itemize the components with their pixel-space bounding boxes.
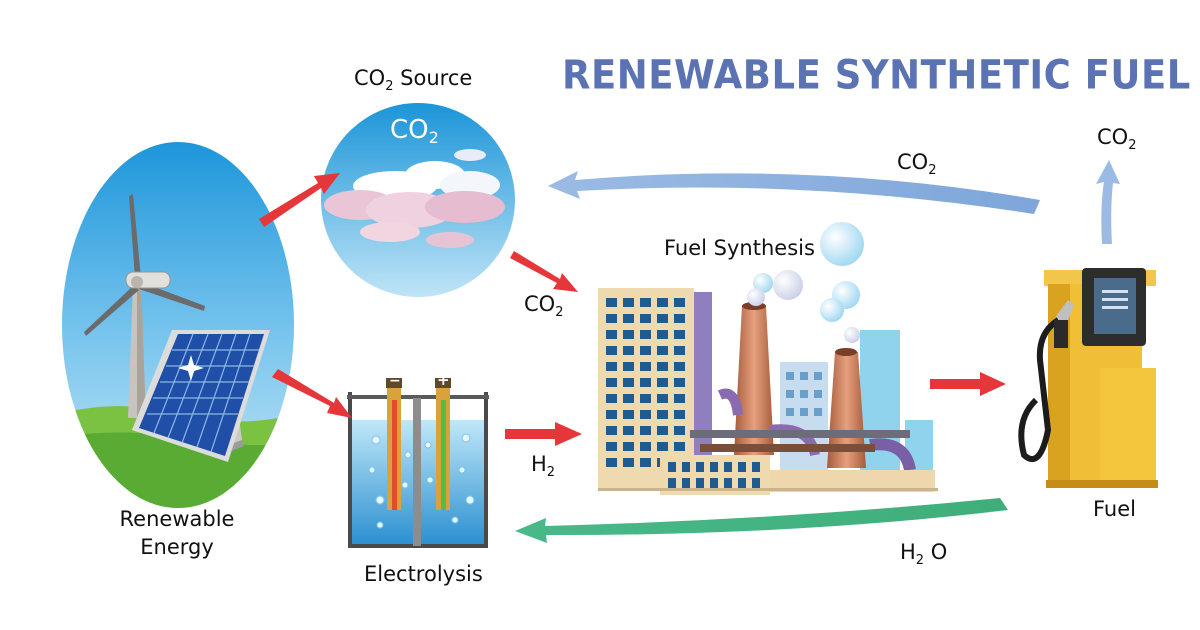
positive-electrode: [435, 378, 451, 510]
building-window: [623, 410, 634, 419]
building-window: [657, 314, 668, 323]
building-window: [640, 442, 651, 451]
electrolysis-tank: [347, 378, 489, 548]
arrow-h2o-return: [515, 498, 1008, 543]
co2-return-label: CO2: [897, 150, 937, 178]
building-window: [606, 442, 617, 451]
building-window: [623, 426, 634, 435]
negative-sign: −: [389, 373, 401, 389]
fuel-synthesis-factory: [598, 288, 938, 495]
building-window: [623, 458, 634, 467]
building-window: [606, 314, 617, 323]
building-window: [640, 346, 651, 355]
building-window: [674, 442, 685, 451]
fuel-pump-icon: [1018, 268, 1158, 488]
building-window: [640, 314, 651, 323]
page-title: RENEWABLE SYNTHETIC FUEL: [562, 52, 1191, 99]
building-window: [674, 314, 685, 323]
building-window: [640, 410, 651, 419]
smoke-bubbles-icon: [747, 222, 864, 343]
building-window: [606, 410, 617, 419]
building-window: [623, 394, 634, 403]
building-window: [657, 362, 668, 371]
cloud-icon: [324, 149, 505, 248]
arrow-renewable-to-electrolysis: [272, 369, 352, 418]
building-window: [674, 346, 685, 355]
arrow-co2-emission: [1096, 160, 1120, 244]
building-window: [623, 378, 634, 387]
building-window: [606, 362, 617, 371]
building-window: [623, 330, 634, 339]
building-window: [657, 394, 668, 403]
solar-panel-icon: [132, 330, 270, 462]
fuel-synthesis-label: Fuel Synthesis: [664, 236, 815, 260]
fuel-label: Fuel: [1093, 497, 1136, 521]
electrolysis-label: Electrolysis: [364, 562, 483, 586]
building-window: [640, 298, 651, 307]
arrow-co2-return: [548, 171, 1040, 214]
building-window: [640, 458, 651, 467]
co2-emission-label: CO2: [1097, 125, 1137, 153]
building-window: [674, 362, 685, 371]
building-window: [657, 442, 668, 451]
building-window: [623, 346, 634, 355]
positive-sign: +: [437, 371, 450, 389]
building-window: [674, 378, 685, 387]
wind-turbine-icon: [84, 194, 205, 418]
building-window: [606, 330, 617, 339]
building-window: [606, 458, 617, 467]
co2-input-label: CO2: [524, 292, 564, 320]
arrow-co2-to-synthesis: [510, 251, 578, 292]
building-window: [674, 298, 685, 307]
building-window: [606, 298, 617, 307]
building-window: [674, 426, 685, 435]
building-window: [674, 410, 685, 419]
building-window: [640, 378, 651, 387]
h2-label: H2: [531, 452, 556, 480]
building-window: [657, 378, 668, 387]
co2-cloud-label: CO2: [390, 115, 439, 147]
building-window: [640, 394, 651, 403]
building-window: [640, 330, 651, 339]
bubbles-icon: [368, 433, 475, 529]
building-window: [674, 394, 685, 403]
building-window: [640, 362, 651, 371]
arrow-electrolysis-to-synthesis: [505, 422, 582, 446]
renewable-energy-scene: [62, 142, 294, 508]
arrow-renewable-to-co2: [259, 173, 340, 227]
building-window: [623, 298, 634, 307]
building-window: [623, 314, 634, 323]
building-window: [657, 330, 668, 339]
building-window: [657, 346, 668, 355]
building-window: [640, 426, 651, 435]
building-window: [657, 298, 668, 307]
building-window: [623, 362, 634, 371]
h2o-label: H2 O: [900, 540, 948, 568]
building-window: [657, 410, 668, 419]
building-window: [674, 330, 685, 339]
arrow-synthesis-to-fuel: [930, 372, 1006, 396]
building-window: [606, 426, 617, 435]
building-window: [606, 378, 617, 387]
co2-source-label: CO2 Source: [354, 66, 473, 94]
building-window: [606, 394, 617, 403]
negative-electrode: [386, 378, 402, 510]
building-window: [657, 426, 668, 435]
building-window: [623, 442, 634, 451]
co2-source-scene: [321, 103, 515, 297]
building-window: [606, 346, 617, 355]
